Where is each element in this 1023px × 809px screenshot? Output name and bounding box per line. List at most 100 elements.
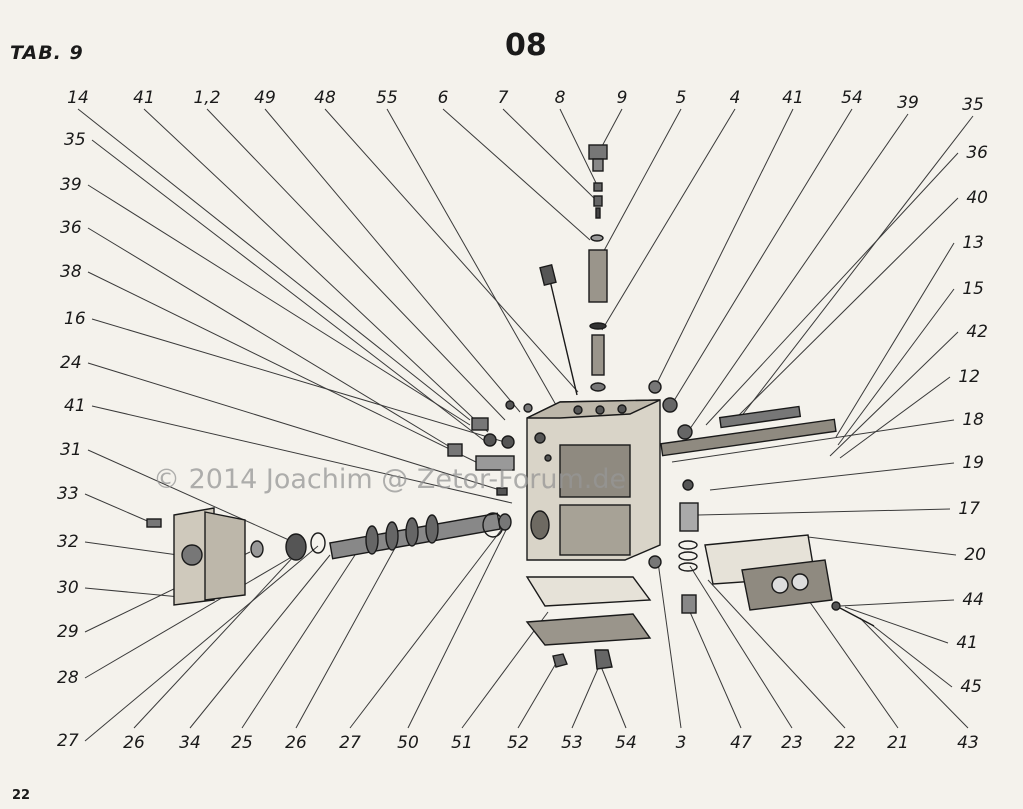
part-label-left-4: 16 xyxy=(64,309,86,329)
leader-line-left-7 xyxy=(87,449,301,546)
part-label-bottom-11: 47 xyxy=(730,733,752,753)
leader-line-bottom-15 xyxy=(859,617,969,729)
leader-line-left-8 xyxy=(84,493,153,524)
part-label-top-4: 48 xyxy=(314,88,336,108)
leader-lines xyxy=(77,108,974,742)
part-label-bottom-6: 51 xyxy=(451,733,473,753)
bottom-plates xyxy=(525,555,662,670)
part-label-left-9: 32 xyxy=(57,532,79,552)
part-label-right-1: 40 xyxy=(966,188,988,208)
leader-line-right-8 xyxy=(697,508,951,516)
leader-line-bottom-0 xyxy=(133,554,296,729)
leader-line-top-11 xyxy=(601,108,736,331)
part-label-bottom-5: 50 xyxy=(397,733,419,753)
part-label-right-2: 13 xyxy=(962,233,984,253)
leader-line-right-12 xyxy=(871,624,953,688)
part-label-right-6: 18 xyxy=(962,410,984,430)
leader-line-bottom-9 xyxy=(599,663,627,729)
part-label-top-2: 1,2 xyxy=(193,88,220,108)
part-label-bottom-15: 43 xyxy=(957,733,979,753)
left-fittings xyxy=(447,400,533,496)
part-label-bottom-3: 26 xyxy=(285,733,307,753)
pump-housing xyxy=(526,399,661,561)
leader-line-bottom-4 xyxy=(349,524,506,729)
part-label-right-7: 19 xyxy=(962,453,984,473)
part-label-left-10: 30 xyxy=(57,578,79,598)
part-label-bottom-12: 23 xyxy=(781,733,803,753)
part-label-top-5: 55 xyxy=(376,88,398,108)
part-label-bottom-7: 52 xyxy=(507,733,529,753)
leader-line-left-3 xyxy=(87,271,479,464)
leader-line-right-5 xyxy=(839,376,951,459)
leader-line-top-0 xyxy=(77,108,471,421)
part-label-right-5: 12 xyxy=(958,367,980,387)
part-label-right-0: 36 xyxy=(966,143,988,163)
leader-line-left-2 xyxy=(87,227,456,451)
control-rod xyxy=(539,263,578,396)
leader-line-top-7 xyxy=(502,108,597,201)
leader-line-right-6 xyxy=(671,419,955,463)
page-number: 22 xyxy=(12,788,31,803)
camshaft xyxy=(329,512,512,560)
part-label-left-2: 36 xyxy=(60,218,82,238)
part-label-top-6: 6 xyxy=(438,88,449,108)
part-label-left-6: 41 xyxy=(64,396,86,416)
injection-pump-drawing xyxy=(146,144,875,670)
copyright-watermark: © 2014 Joachim @ Zetor-Forum.de xyxy=(153,464,627,495)
leader-line-left-6 xyxy=(91,405,513,504)
leader-line-top-13 xyxy=(671,108,853,405)
end-cover xyxy=(146,507,246,606)
part-label-top-13: 54 xyxy=(841,88,863,108)
leader-line-right-0 xyxy=(705,152,959,426)
part-label-top-9: 9 xyxy=(617,88,628,108)
part-label-top-0: 14 xyxy=(67,88,89,108)
leader-line-top-8 xyxy=(559,108,598,186)
part-label-left-7: 31 xyxy=(60,440,82,460)
part-label-top-8: 8 xyxy=(555,88,566,108)
part-label-top-11: 4 xyxy=(730,88,741,108)
part-label-bottom-1: 34 xyxy=(179,733,201,753)
leader-line-bottom-5 xyxy=(407,521,511,729)
part-label-bottom-2: 25 xyxy=(231,733,253,753)
part-label-left-1: 39 xyxy=(60,175,82,195)
part-label-right-3: 15 xyxy=(962,279,984,299)
part-label-bottom-10: 3 xyxy=(676,733,687,753)
leader-line-left-0 xyxy=(91,139,487,443)
part-label-bottom-14: 21 xyxy=(887,733,909,753)
part-label-top-12: 41 xyxy=(782,88,804,108)
part-label-right-10: 44 xyxy=(962,590,984,610)
leader-line-left-9 xyxy=(84,541,179,556)
leader-line-bottom-1 xyxy=(189,554,331,729)
leader-line-top-14 xyxy=(686,113,909,434)
side-cover xyxy=(704,534,875,627)
part-label-left-12: 28 xyxy=(57,668,79,688)
part-label-bottom-4: 27 xyxy=(339,733,361,753)
delivery-valve-stack xyxy=(588,144,608,392)
leader-line-bottom-8 xyxy=(571,663,601,729)
part-label-right-8: 17 xyxy=(958,499,980,519)
leader-line-bottom-12 xyxy=(689,565,793,729)
part-label-left-5: 24 xyxy=(60,353,82,373)
part-label-left-8: 33 xyxy=(57,484,79,504)
leader-line-top-1 xyxy=(143,108,489,433)
leader-line-right-7 xyxy=(709,462,955,491)
part-label-top-10: 5 xyxy=(676,88,687,108)
leader-line-bottom-10 xyxy=(657,561,682,729)
part-label-left-0: 35 xyxy=(64,130,86,150)
leader-line-bottom-3 xyxy=(295,547,396,729)
group-number: 08 xyxy=(505,28,547,63)
leader-line-bottom-2 xyxy=(241,554,356,729)
leader-line-top-2 xyxy=(206,108,506,421)
leader-line-right-10 xyxy=(839,599,955,607)
part-label-left-13: 27 xyxy=(57,731,79,751)
part-label-right-4: 42 xyxy=(966,322,988,342)
leader-line-right-3 xyxy=(837,288,955,446)
part-label-top-15: 35 xyxy=(962,95,984,115)
leader-line-top-3 xyxy=(264,108,521,413)
part-label-right-11: 41 xyxy=(956,633,978,653)
bearings xyxy=(250,532,326,561)
table-label: TAB. 9 xyxy=(10,42,84,64)
